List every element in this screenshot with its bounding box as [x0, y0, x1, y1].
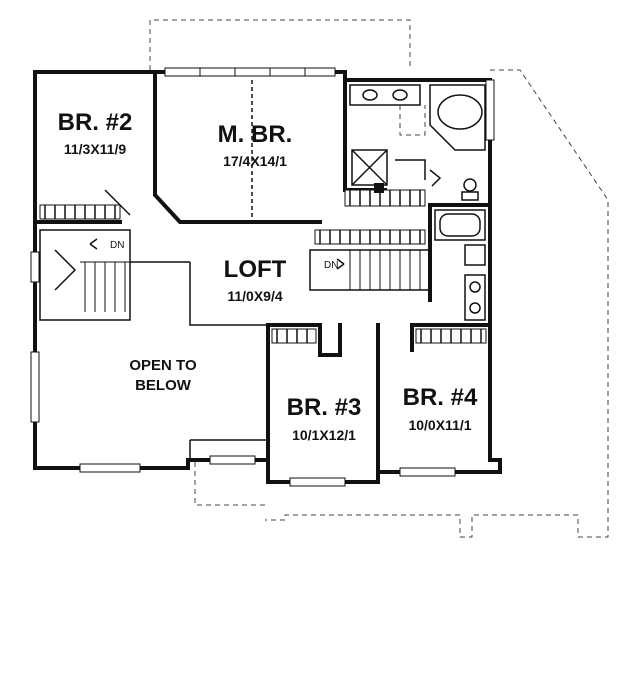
- stairs-down-label-right: DN: [324, 260, 338, 271]
- room-dims-mbr: 17/4X14/1: [223, 153, 287, 169]
- stairs-right: [309, 249, 431, 291]
- roof-outline: [149, 19, 609, 538]
- room-name-br4: BR. #4: [403, 384, 478, 411]
- room-br3: BR. #3 10/1X12/1: [287, 394, 362, 443]
- room-dims-br3: 10/1X12/1: [292, 427, 356, 443]
- closets: [39, 189, 487, 344]
- room-loft: LOFT 11/0X9/4: [224, 256, 287, 304]
- stairs-down-label-left: DN: [110, 240, 124, 251]
- room-name-br3: BR. #3: [287, 394, 362, 421]
- windows: [30, 67, 495, 487]
- open-to-below-line2: BELOW: [135, 377, 192, 394]
- room-open-to-below: OPEN TO BELOW: [129, 357, 197, 394]
- room-dims-loft: 11/0X9/4: [227, 288, 282, 304]
- room-mbr: M. BR. 17/4X14/1: [218, 121, 293, 169]
- room-name-mbr: M. BR.: [218, 121, 293, 148]
- room-dims-br4: 10/0X11/1: [408, 417, 471, 433]
- room-br4: BR. #4 10/0X11/1: [403, 384, 478, 433]
- room-br2: BR. #2 11/3X11/9: [58, 109, 133, 157]
- room-name-br2: BR. #2: [58, 109, 133, 136]
- bathroom-fixtures: [349, 84, 486, 321]
- open-to-below-line1: OPEN TO: [129, 357, 197, 374]
- room-dims-br2: 11/3X11/9: [64, 141, 127, 157]
- room-name-loft: LOFT: [224, 256, 287, 283]
- stairs-left: [39, 229, 131, 321]
